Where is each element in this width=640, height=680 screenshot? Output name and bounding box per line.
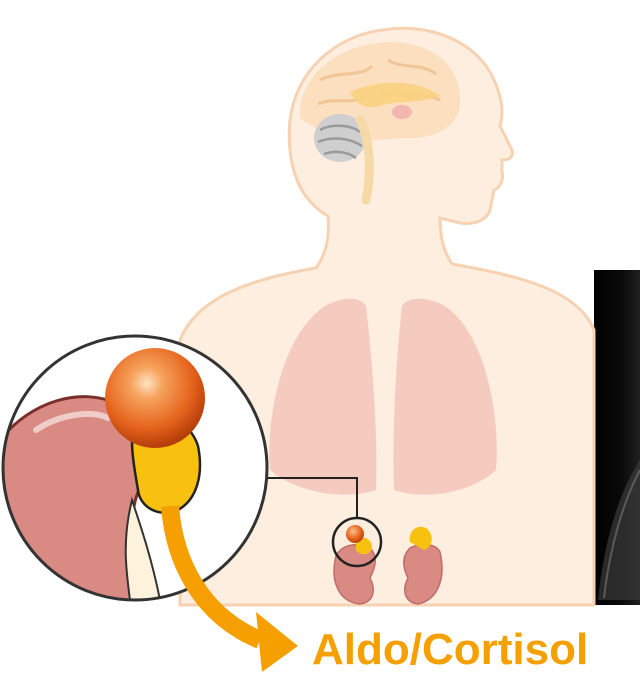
tumor-sphere <box>105 348 205 448</box>
magnifier-callout-icon <box>0 336 267 600</box>
imaging-panel <box>594 270 640 605</box>
hormone-label: Aldo/Cortisol <box>312 620 588 680</box>
